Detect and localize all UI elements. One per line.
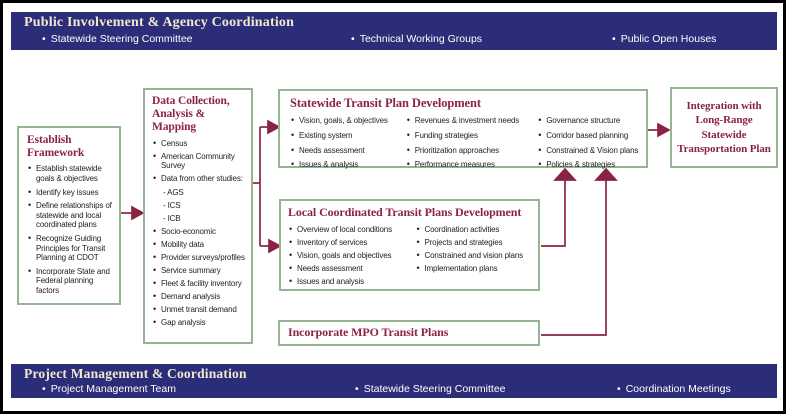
box-title: Establish Framework <box>27 134 85 160</box>
top-banner-item: Technical Working Groups <box>351 33 482 45</box>
list-item: Census <box>152 138 248 149</box>
list-item: Funding strategies <box>406 130 538 141</box>
sub-list-item: - ICS <box>163 200 181 210</box>
arrowhead-data-to-statewide <box>267 119 281 135</box>
top-banner-title: Public Involvement & Agency Coordination <box>24 15 295 30</box>
bottom-banner-title: Project Management & Coordination <box>24 366 247 381</box>
list-item: Provider surveys/profiles <box>152 252 248 263</box>
list-item: Constrained & Vision plans <box>537 145 646 156</box>
list-item: Prioritization approaches <box>406 145 538 156</box>
list-item: Fleet & facility inventory <box>152 278 248 289</box>
list-item: Revenues & investment needs <box>406 115 538 126</box>
bottom-banner-item: Coordination Meetings <box>617 383 731 395</box>
box-incorporate-mpo-plans: Incorporate MPO Transit Plans <box>278 320 540 346</box>
list-item: Coordination activities <box>415 224 538 235</box>
arrowhead-mpo-to-statewide <box>594 167 618 181</box>
top-banner-item: Public Open Houses <box>612 33 717 45</box>
list-item: Mobility data <box>152 239 248 250</box>
connectors-layer <box>119 119 671 336</box>
list-item: Policies & strategies <box>537 159 646 170</box>
list-item: Projects and strategies <box>415 237 538 248</box>
list-item: Establish statewide goals & objectives <box>27 163 115 183</box>
list-item: Recognize Guiding Principles for Transit… <box>27 233 115 263</box>
list-item: Overview of local conditions <box>288 224 415 235</box>
list-item: Demand analysis <box>152 291 248 302</box>
box-title: Statewide Transit Plan Development <box>290 96 481 110</box>
box-title: Incorporate MPO Transit Plans <box>288 325 449 340</box>
arrowhead-data-to-local <box>268 238 282 254</box>
sub-list-item: - ICB <box>163 213 181 223</box>
list-item: Existing system <box>290 130 406 141</box>
list-item: American Community Survey <box>152 151 248 171</box>
box-title: Data Collection, Analysis & Mapping <box>152 95 230 134</box>
list-item: Incorporate State and Federal planning f… <box>27 266 115 296</box>
list-item: Identify key issues <box>27 187 115 198</box>
list-item: Vision, goals and objectives <box>288 250 415 261</box>
arrowhead-statewide-to-integration <box>657 122 671 138</box>
list-item: Needs assessment <box>288 263 415 274</box>
connector-local-to-statewide <box>541 178 566 247</box>
list-item: Service summary <box>152 265 248 276</box>
box-data-collection: Data Collection, Analysis & Mapping Cens… <box>143 88 253 344</box>
sub-list-item: - AGS <box>163 187 184 197</box>
connector-mpo-to-statewide <box>541 178 607 336</box>
list-item: Performance measures <box>406 159 538 170</box>
list-item: Gap analysis <box>152 318 248 328</box>
list-item: Socio-economic <box>152 226 248 237</box>
list-item: Corridor based planning <box>537 130 646 141</box>
box-title: Integration with Long-Range Statewide Tr… <box>677 99 771 155</box>
list-item: Needs assessment <box>290 145 406 156</box>
list-item: Governance structure <box>537 115 646 126</box>
list-item: Issues & analysis <box>290 159 406 170</box>
list-item: Data from other studies: <box>152 173 248 184</box>
list-item: Issues and analysis <box>288 276 415 287</box>
list-item: Inventory of services <box>288 237 415 248</box>
bottom-banner: Project Management & Coordination Projec… <box>11 364 777 398</box>
top-banner-item: Statewide Steering Committee <box>42 33 193 45</box>
box-title: Local Coordinated Transit Plans Developm… <box>288 205 522 219</box>
list-item: Define relationships of statewide and lo… <box>27 200 115 230</box>
arrowhead-local-to-statewide <box>553 167 577 181</box>
box-integration-long-range-plan: Integration with Long-Range Statewide Tr… <box>670 87 778 168</box>
list-item: Constrained and vision plans <box>415 250 538 261</box>
box-local-coordinated-plans: Local Coordinated Transit Plans Developm… <box>279 199 540 291</box>
arrowhead-establish-to-data <box>131 205 145 221</box>
bottom-banner-item: Statewide Steering Committee <box>355 383 506 395</box>
top-banner: Public Involvement & Agency Coordination… <box>11 12 777 50</box>
bottom-banner-item: Project Management Team <box>42 383 176 395</box>
list-item: Vision, goals, & objectives <box>290 115 406 126</box>
list-item: Unmet transit demand <box>152 304 248 315</box>
list-item: Implementation plans <box>415 263 538 274</box>
box-establish-framework: Establish Framework Establish statewide … <box>17 126 121 305</box>
box-statewide-transit-plan: Statewide Transit Plan Development Visio… <box>278 89 648 170</box>
